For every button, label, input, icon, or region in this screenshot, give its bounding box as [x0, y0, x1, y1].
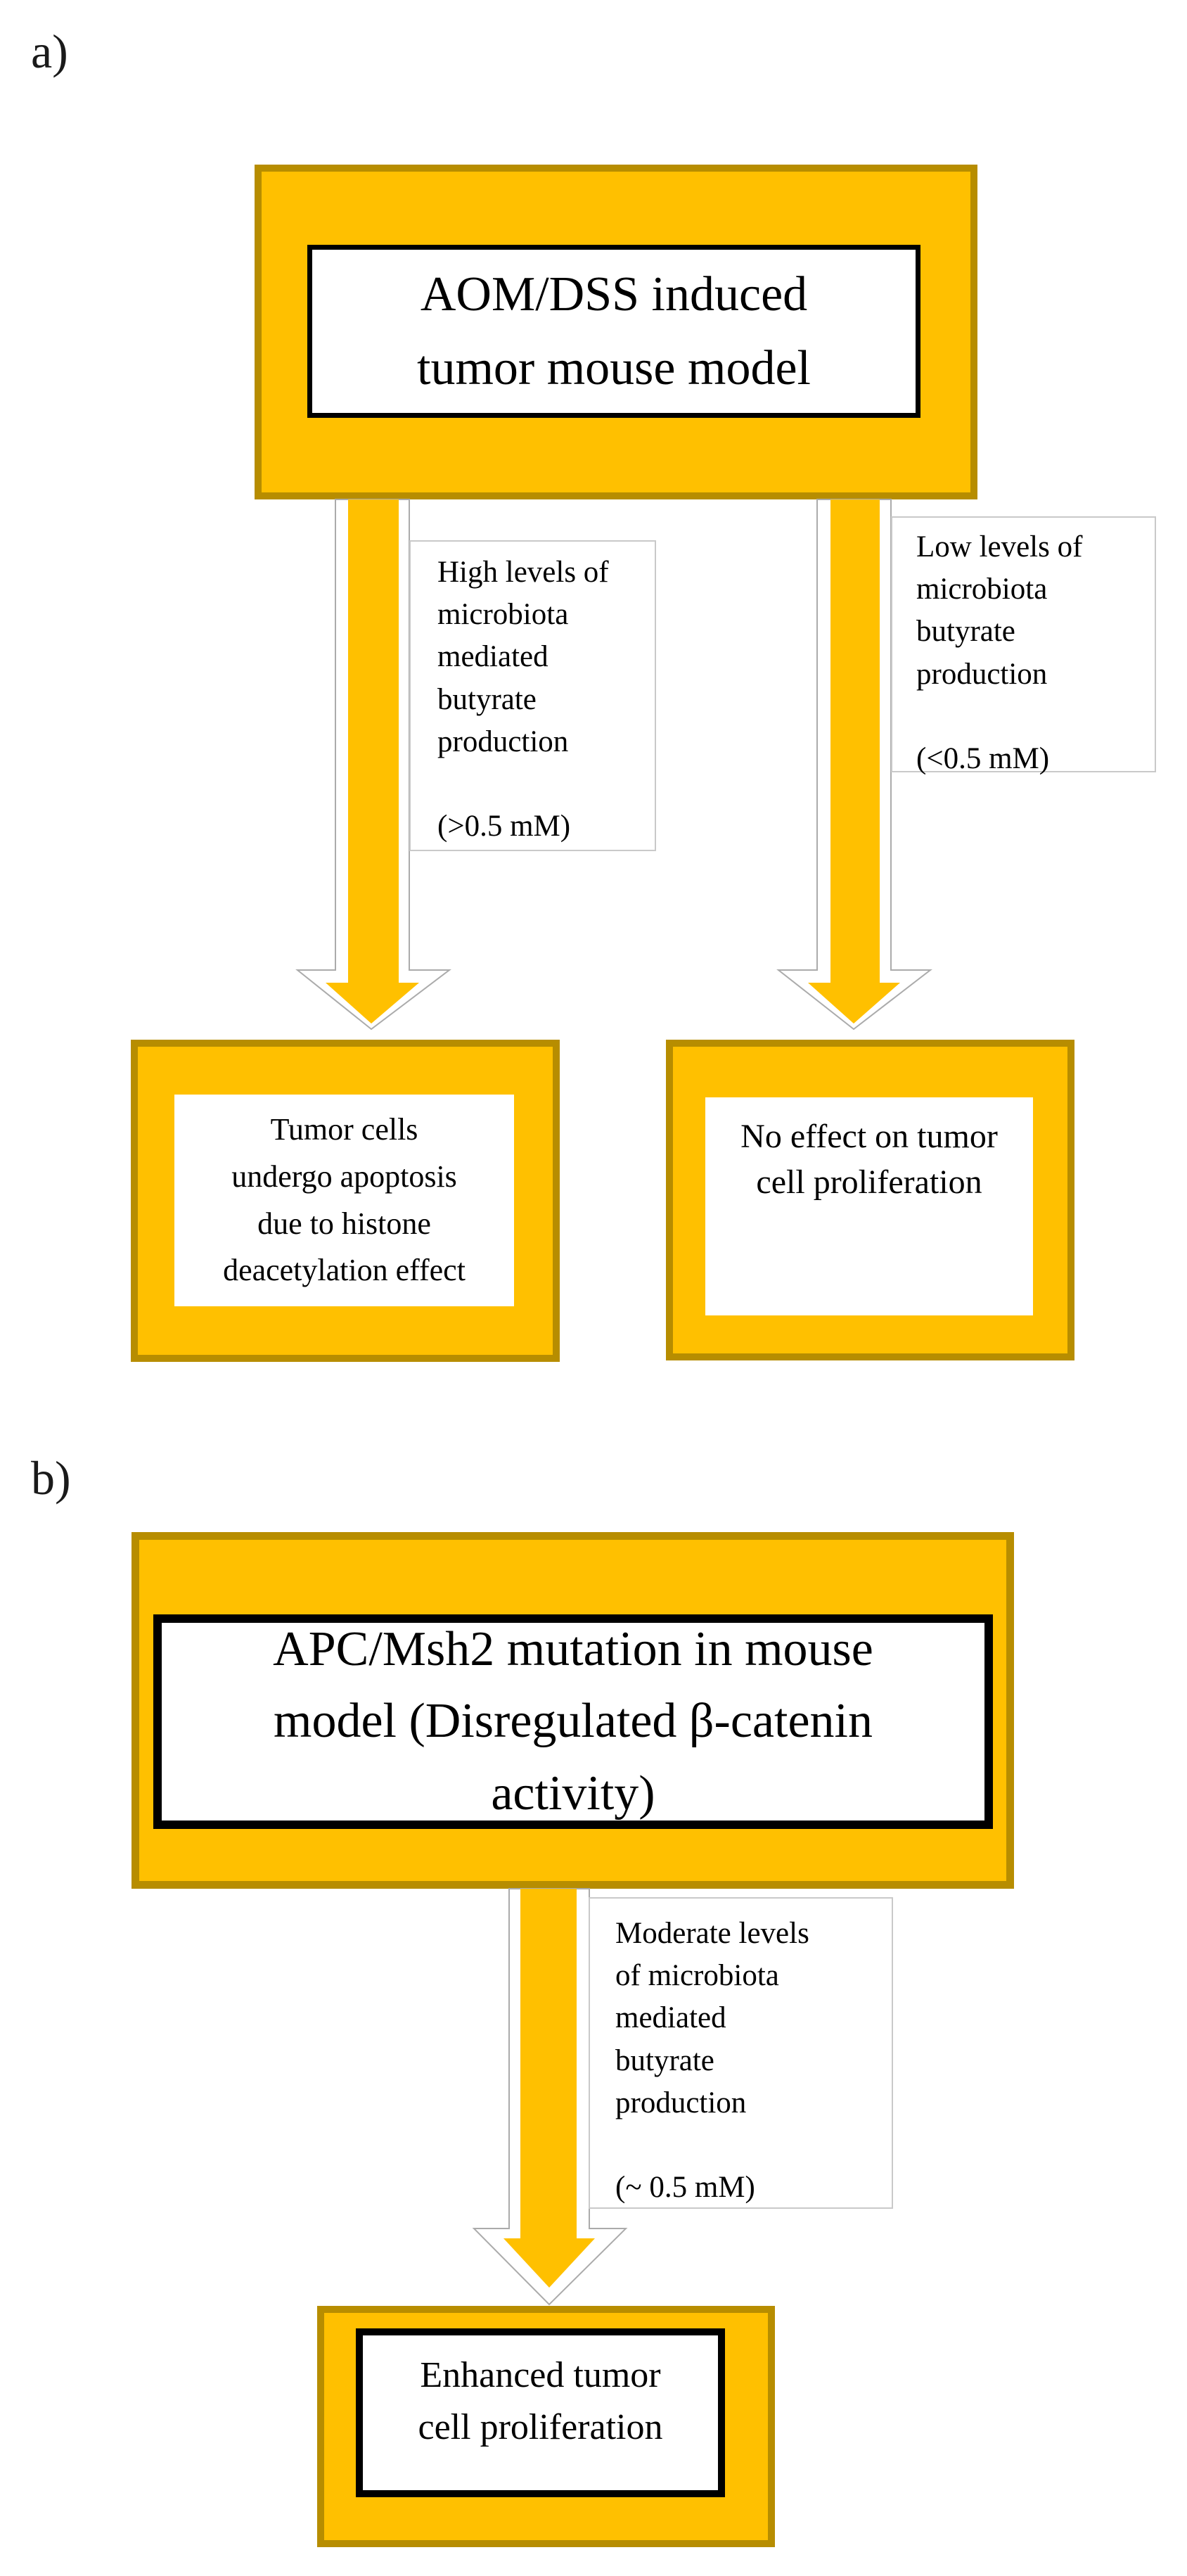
- outcome-box-apoptosis-inner: Tumor cells undergo apoptosis due to his…: [174, 1095, 514, 1306]
- model-box-b-title: APC/Msh2 mutation in mouse model (Disreg…: [273, 1622, 873, 1821]
- model-box-a-title: AOM/DSS induced tumor mouse model: [417, 267, 811, 395]
- panel-a-label: a): [31, 25, 68, 78]
- outcome-box-no-effect-text: No effect on tumor cell proliferation: [740, 1118, 998, 1201]
- outcome-box-enhanced-inner: Enhanced tumor cell proliferation: [356, 2328, 725, 2497]
- outcome-box-apoptosis-text: Tumor cells undergo apoptosis due to his…: [223, 1111, 466, 1288]
- down-arrow-middle-fill: [503, 1889, 595, 2288]
- model-box-b: APC/Msh2 mutation in mouse model (Disreg…: [131, 1532, 1014, 1889]
- moderate-butyrate-label: Moderate levels of microbiota mediated b…: [589, 1897, 893, 2209]
- outcome-box-apoptosis: Tumor cells undergo apoptosis due to his…: [131, 1040, 560, 1362]
- down-arrow-middle: [472, 1888, 628, 2306]
- outcome-box-enhanced: Enhanced tumor cell proliferation: [317, 2306, 775, 2547]
- outcome-box-enhanced-text: Enhanced tumor cell proliferation: [418, 2355, 663, 2447]
- model-box-a: AOM/DSS induced tumor mouse model: [255, 165, 977, 499]
- high-butyrate-label: High levels of microbiota mediated butyr…: [409, 540, 656, 851]
- panel-b-label: b): [31, 1451, 71, 1505]
- low-butyrate-label: Low levels of microbiota butyrate produc…: [891, 516, 1156, 775]
- down-arrow-right-fill: [808, 499, 900, 1024]
- model-box-a-inner: AOM/DSS induced tumor mouse model: [307, 245, 920, 418]
- down-arrow-left-fill: [326, 499, 419, 1024]
- model-box-b-inner: APC/Msh2 mutation in mouse model (Disreg…: [153, 1614, 993, 1829]
- outcome-box-no-effect-inner: No effect on tumor cell proliferation: [705, 1097, 1033, 1315]
- outcome-box-no-effect: No effect on tumor cell proliferation: [666, 1040, 1074, 1360]
